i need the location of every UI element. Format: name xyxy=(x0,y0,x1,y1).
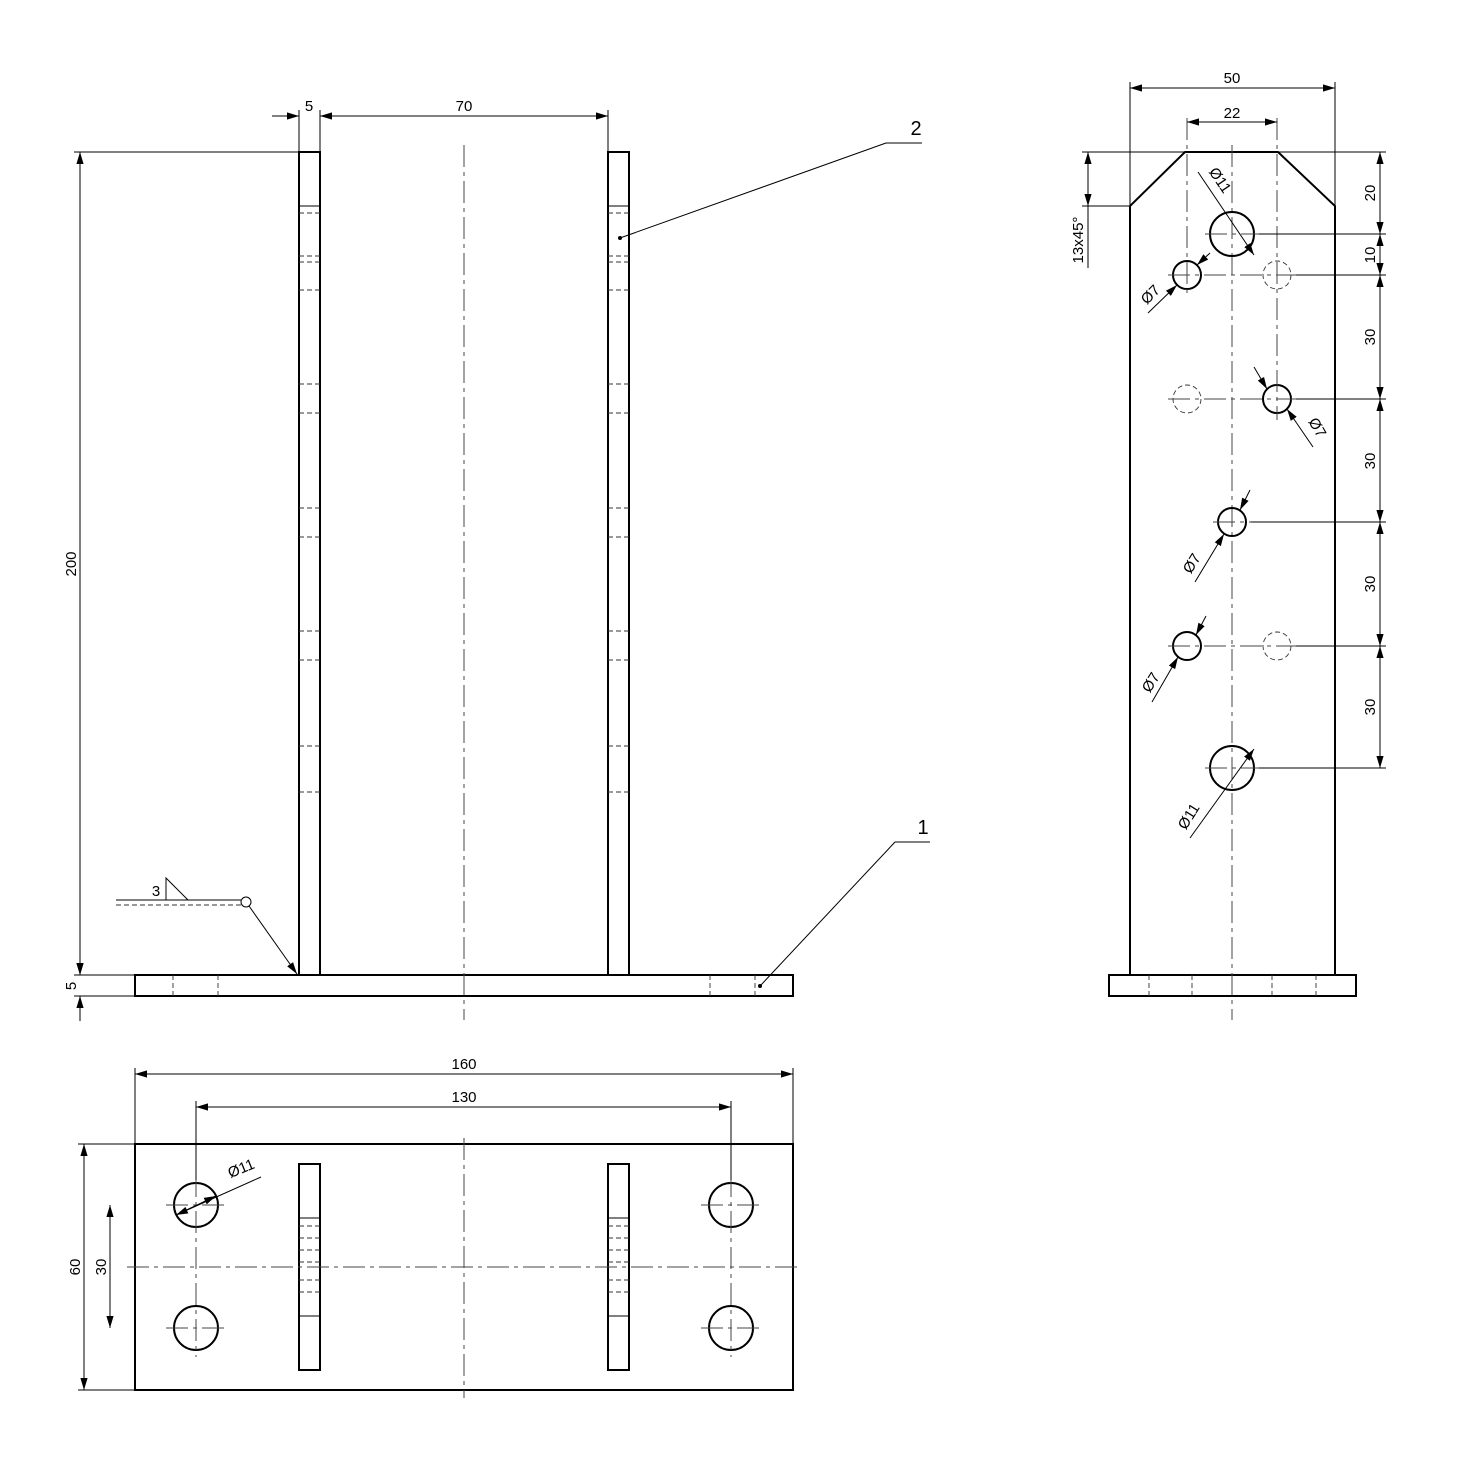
dim-spacing-3: 30 xyxy=(1362,329,1379,346)
part-label-2: 2 xyxy=(618,118,922,240)
dim-top-width: 60 xyxy=(67,1259,84,1276)
dim-hole-spacing-x: 130 xyxy=(451,1089,476,1106)
dim-height: 200 xyxy=(63,551,80,576)
left-plate xyxy=(298,151,321,976)
dim-spacing-2: 10 xyxy=(1362,247,1379,264)
side-view: 50 22 13x45° 20 10 30 30 30 30 Ø11 Ø xyxy=(1070,70,1386,1020)
hole-label-3: Ø7 xyxy=(1305,415,1330,441)
dim-plate-gap: 70 xyxy=(456,98,473,115)
weld-size: 3 xyxy=(152,883,160,900)
hole-label-1: Ø11 xyxy=(1205,164,1234,196)
right-plate xyxy=(607,151,630,976)
dim-chamfer: 13x45° xyxy=(1070,217,1087,264)
part-label-1: 1 xyxy=(758,817,930,988)
dim-spacing-1: 20 xyxy=(1362,185,1379,202)
part-number-1: 1 xyxy=(917,817,928,839)
base-hole-label: Ø11 xyxy=(225,1156,257,1182)
dim-top-flat: 22 xyxy=(1224,105,1241,122)
dim-spacing-6: 30 xyxy=(1362,699,1379,716)
front-view: 5 70 200 5 3 2 xyxy=(63,98,930,1021)
hole-label-2: Ø7 xyxy=(1138,282,1164,308)
hole-label-5: Ø7 xyxy=(1139,670,1164,696)
top-view: 160 130 60 30 Ø11 xyxy=(67,1056,802,1398)
hole-label-6: Ø11 xyxy=(1175,801,1204,833)
part-number-2: 2 xyxy=(910,118,921,140)
dim-hole-spacing-y: 30 xyxy=(93,1259,110,1276)
dim-base-thickness: 5 xyxy=(63,982,80,990)
dim-top-length: 160 xyxy=(451,1056,476,1073)
dim-spacing-5: 30 xyxy=(1362,576,1379,593)
dim-plate-thickness: 5 xyxy=(305,98,313,115)
dim-spacing-4: 30 xyxy=(1362,453,1379,470)
dim-side-width: 50 xyxy=(1224,70,1241,87)
weld-symbol: 3 xyxy=(116,876,298,975)
